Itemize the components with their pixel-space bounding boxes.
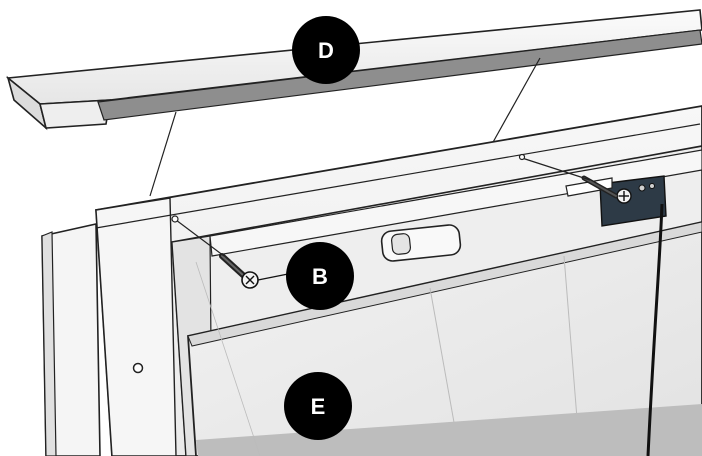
guide-line-left — [149, 111, 177, 197]
guide-line-right-screw — [521, 157, 591, 181]
callout-b: B — [286, 242, 354, 310]
callout-e: E — [284, 372, 352, 440]
callout-leader-b — [257, 273, 289, 281]
screw-right — [581, 175, 619, 199]
power-cord — [646, 203, 664, 456]
callout-e-label: E — [311, 394, 326, 419]
top-trim-part — [5, 9, 702, 131]
pilot-hole-left — [171, 215, 179, 223]
screw-hole — [132, 362, 144, 374]
drawer-handle — [380, 224, 462, 262]
side-rail — [41, 223, 101, 456]
guide-line-right — [491, 57, 541, 145]
callout-b-label: B — [312, 264, 328, 289]
right-bracket — [565, 175, 667, 227]
screw-left — [219, 253, 259, 289]
callout-d: D — [292, 16, 360, 84]
pilot-hole-right — [518, 153, 526, 161]
guide-line-left-screw — [175, 219, 225, 257]
callout-d-label: D — [318, 38, 334, 63]
